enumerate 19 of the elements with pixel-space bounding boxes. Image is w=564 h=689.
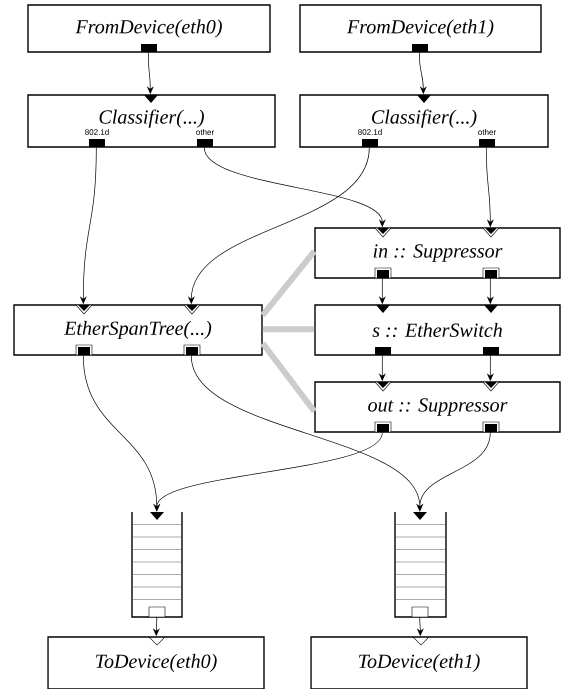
queue-drawing <box>394 512 447 618</box>
connector-line <box>260 249 317 318</box>
element-box: in :: Suppressor <box>314 227 561 279</box>
port-label: other <box>478 129 496 135</box>
queue-drawing <box>131 512 183 618</box>
connector-line <box>262 326 314 332</box>
element-box: FromDevice(eth0) <box>27 4 271 53</box>
element-box: EtherSpanTree(...) <box>13 304 263 356</box>
element-box: ToDevice(eth0) <box>47 636 265 689</box>
element-box: out :: Suppressor <box>314 381 561 433</box>
element-box: Classifier(...) 802.1d other <box>27 94 276 148</box>
element-box: ToDevice(eth1) <box>310 636 528 689</box>
connector-line <box>260 341 317 414</box>
element-box: s :: EtherSwitch <box>314 304 561 356</box>
element-box: FromDevice(eth1) <box>299 4 542 53</box>
port-label: 802.1d <box>358 129 382 135</box>
element-box: Classifier(...) 802.1d other <box>299 94 549 148</box>
port-label: 802.1d <box>85 129 109 135</box>
port-label: other <box>196 129 214 135</box>
